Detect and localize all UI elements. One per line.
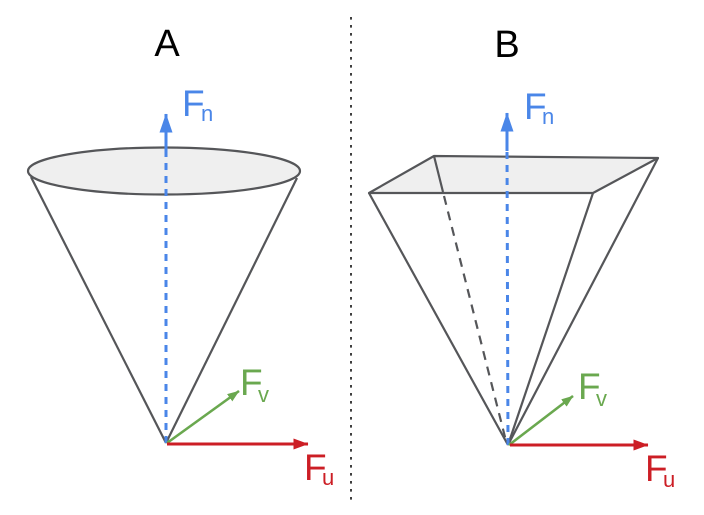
pyramid-front-left-edge (368, 192, 509, 446)
panel-a-fv-vector-arrow (166, 389, 240, 445)
panel-b-fv-subscript: v (596, 386, 607, 411)
panel-a-fn-subscript: n (201, 101, 213, 126)
panel-a-label: A (154, 23, 180, 65)
cone-top-ellipse (26, 146, 302, 196)
pyramid-back-right-edge (507, 157, 659, 446)
panel-b-fu-label: F (645, 448, 668, 489)
panel-b-fn-axis-dashed-line (505, 148, 510, 446)
panel-b: B F n F v F u (367, 24, 675, 492)
panel-a-fu-subscript: u (322, 465, 334, 490)
panel-b-fv-label: F (578, 366, 601, 407)
panel-a-fv-subscript: v (258, 382, 269, 407)
panel-a-fn-label: F (182, 83, 205, 124)
panel-a: A F n F v F u (26, 23, 334, 490)
pyramid-back-left-edge-visible (432, 155, 445, 193)
cone-right-edge (165, 177, 298, 444)
pyramid-front-right-edge (506, 192, 595, 446)
pyramid-top-face (367, 154, 660, 195)
panel-a-fu-label: F (304, 447, 327, 488)
panel-b-fn-label: F (524, 86, 547, 127)
panel-b-fn-subscript: n (542, 104, 554, 129)
panel-b-label: B (494, 24, 519, 66)
pyramid-back-left-edge-hidden-dashed (442, 195, 508, 442)
panel-a-fv-label: F (240, 362, 263, 403)
panel-b-fu-subscript: u (663, 467, 675, 492)
panel-b-fv-vector-arrow (508, 394, 574, 447)
cone-left-edge (30, 176, 167, 444)
